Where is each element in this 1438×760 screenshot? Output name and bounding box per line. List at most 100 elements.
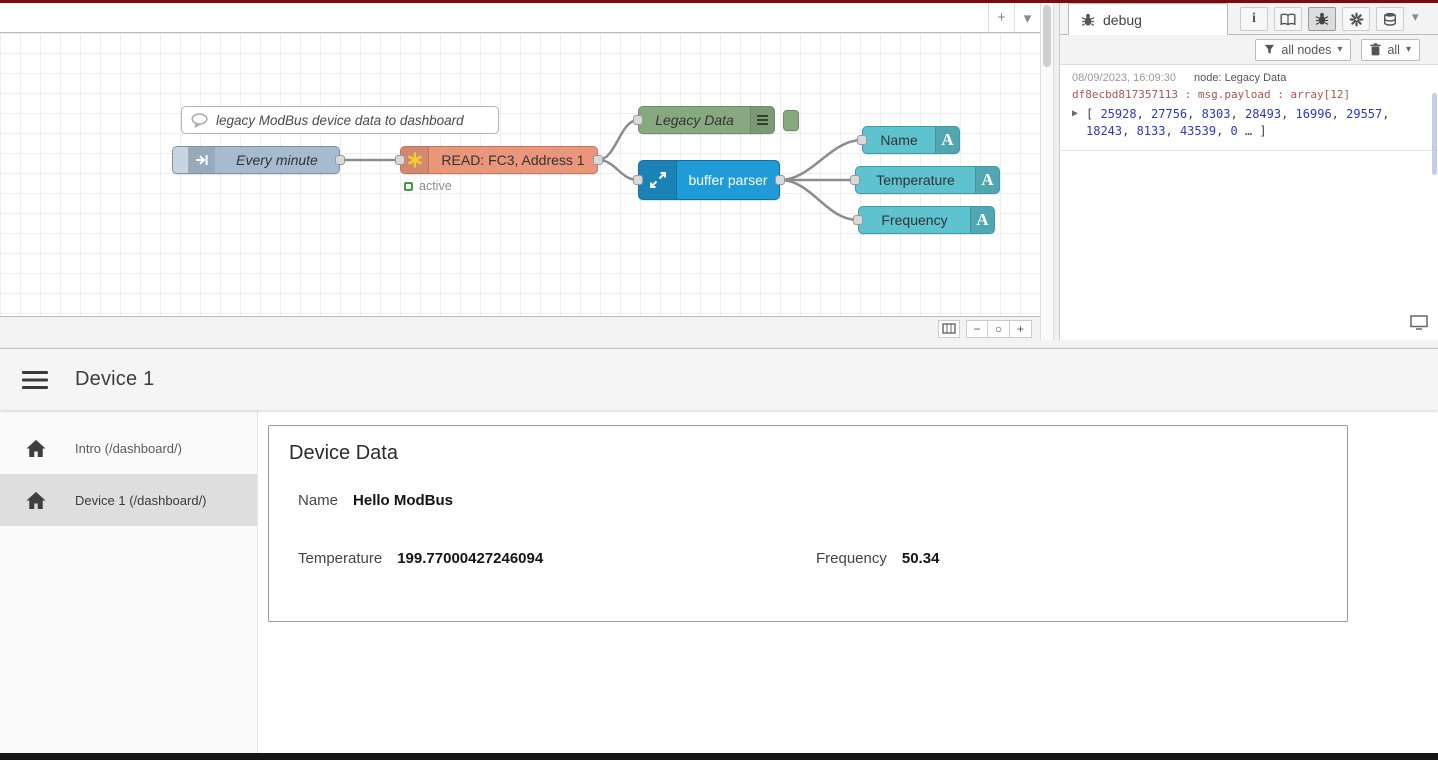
caret-down-icon: ▾ <box>1406 44 1411 55</box>
debug-enable-toggle[interactable] <box>783 110 799 131</box>
dashboard-nav: Intro (/dashboard/) Device 1 (/dashboard… <box>0 410 258 753</box>
field-label: Temperature <box>298 550 382 567</box>
debug-filter-button[interactable]: all nodes ▾ <box>1255 39 1351 61</box>
nav-item-label: Device 1 (/dashboard/) <box>75 493 207 508</box>
home-icon <box>25 439 47 458</box>
debug-node[interactable]: Legacy Data <box>638 106 775 134</box>
port-parser-out[interactable] <box>775 175 785 185</box>
message-meta: df8ecbd817357113 : msg.payload : array[1… <box>1072 88 1426 101</box>
port-debug-in[interactable] <box>633 115 643 125</box>
port-modbus-in[interactable] <box>395 155 405 165</box>
field-label: Name <box>298 492 338 509</box>
parser-node-label: buffer parser <box>677 161 779 199</box>
nav-item-device1[interactable]: Device 1 (/dashboard/) <box>0 474 257 526</box>
info-button[interactable]: i <box>1240 7 1268 31</box>
message-payload: ▶ [ 25928, 27756, 8303, 28493, 16996, 29… <box>1072 106 1426 141</box>
port-name-in[interactable] <box>857 135 867 145</box>
modbus-status: active <box>404 179 452 193</box>
wire[interactable] <box>598 160 638 180</box>
buffer-parser-node[interactable]: buffer parser <box>638 160 780 200</box>
open-window-icon[interactable] <box>1410 315 1428 335</box>
config-nodes-button[interactable] <box>1342 7 1370 31</box>
message-scrollbar-thumb[interactable] <box>1432 93 1437 175</box>
debug-node-label: Legacy Data <box>639 107 750 133</box>
sidebar-header: debug i ▾ <box>1060 3 1438 35</box>
status-square-icon <box>404 182 413 191</box>
debug-tab-button[interactable] <box>1308 7 1336 31</box>
canvas-vertical-scrollbar[interactable] <box>1040 3 1054 340</box>
tab-debug[interactable]: debug <box>1068 3 1228 35</box>
debug-clear-button[interactable]: all ▾ <box>1361 39 1420 61</box>
flow-tabbar: + ▾ <box>0 3 1040 33</box>
expand-caret-icon[interactable]: ▶ <box>1072 107 1078 122</box>
card-title: Device Data <box>289 442 398 465</box>
dashboard-main: Device Data Name Hello ModBus Temperatur… <box>258 410 1438 753</box>
nav-item-intro[interactable]: Intro (/dashboard/) <box>0 422 257 474</box>
flow-list-button[interactable]: ▾ <box>1014 3 1040 32</box>
debug-payload-list: [ 25928, 27756, 8303, 28493, 16996, 2955… <box>1086 107 1389 138</box>
port-temperature-in[interactable] <box>850 175 860 185</box>
flow-canvas[interactable]: legacy ModBus device data to dashboard E… <box>0 33 1040 316</box>
port-frequency-in[interactable] <box>853 215 863 225</box>
ui-text-temperature-node[interactable]: Temperature A <box>855 166 1000 194</box>
status-text: active <box>419 179 452 193</box>
modbus-node-label: READ: FC3, Address 1 <box>429 147 597 173</box>
port-inject-out[interactable] <box>335 155 345 165</box>
ui-text-frequency-node[interactable]: Frequency A <box>858 206 995 234</box>
caret-down-icon: ▾ <box>1337 44 1342 55</box>
debug-message[interactable]: 08/09/2023, 16:09:30 node: Legacy Data d… <box>1060 65 1438 151</box>
bottom-taskbar <box>0 753 1438 760</box>
inject-trigger-button[interactable] <box>173 147 189 173</box>
modbus-gear-icon <box>401 147 429 173</box>
bug-icon <box>1315 12 1329 26</box>
field-value: 50.34 <box>902 550 940 567</box>
debug-message-list[interactable]: 08/09/2023, 16:09:30 node: Legacy Data d… <box>1060 65 1438 340</box>
gear-icon <box>1349 12 1364 27</box>
zoom-out-button[interactable]: − <box>966 320 988 338</box>
debug-list-icon <box>750 107 774 133</box>
comment-bubble-icon <box>182 107 208 133</box>
inject-node[interactable]: Every minute <box>172 146 340 174</box>
tab-debug-label: debug <box>1103 12 1142 28</box>
message-node-name: node: Legacy Data <box>1194 72 1286 84</box>
comment-node-label: legacy ModBus device data to dashboard <box>208 107 498 133</box>
ui-frequency-label: Frequency <box>859 207 970 233</box>
comment-node[interactable]: legacy ModBus device data to dashboard <box>181 106 499 134</box>
home-icon <box>25 491 47 510</box>
zoom-reset-button[interactable]: ○ <box>988 320 1010 338</box>
ui-text-name-node[interactable]: Name A <box>862 126 960 154</box>
flow-workspace: + ▾ legacy ModBus <box>0 3 1040 340</box>
help-button[interactable] <box>1274 7 1302 31</box>
bug-icon <box>1081 13 1095 27</box>
clear-label: all <box>1387 43 1400 57</box>
sidebar-collapse-button[interactable]: ▾ <box>1412 9 1419 25</box>
funnel-icon <box>1264 44 1275 55</box>
dashboard-header: Device 1 <box>0 348 1438 410</box>
debug-sidebar: debug i ▾ all <box>1060 3 1438 340</box>
modbus-read-node[interactable]: READ: FC3, Address 1 <box>400 146 598 174</box>
menu-icon[interactable] <box>22 370 48 390</box>
wire[interactable] <box>598 120 638 160</box>
inject-node-label: Every minute <box>215 147 339 173</box>
flow-tab-actions: + ▾ <box>988 3 1040 32</box>
zoom-in-button[interactable]: + <box>1010 320 1032 338</box>
scrollbar-thumb[interactable] <box>1043 5 1051 67</box>
text-a-icon: A <box>970 207 994 233</box>
wire[interactable] <box>780 140 862 180</box>
wire[interactable] <box>780 180 858 220</box>
device-data-card: Device Data Name Hello ModBus Temperatur… <box>268 425 1348 622</box>
field-value: 199.77000427246094 <box>397 550 543 567</box>
port-parser-in[interactable] <box>633 175 643 185</box>
navigator-toggle-button[interactable] <box>938 320 960 338</box>
inject-icon <box>189 147 215 173</box>
zoom-controls: − ○ + <box>966 320 1032 338</box>
message-timestamp: 08/09/2023, 16:09:30 <box>1072 72 1176 84</box>
context-data-button[interactable] <box>1376 7 1404 31</box>
filter-label: all nodes <box>1281 43 1331 57</box>
workspace-footer: − ○ + <box>0 316 1040 340</box>
text-a-icon: A <box>935 127 959 153</box>
port-modbus-out[interactable] <box>593 155 603 165</box>
debug-toolbar: all nodes ▾ all ▾ <box>1060 35 1438 65</box>
add-flow-button[interactable]: + <box>988 3 1014 32</box>
